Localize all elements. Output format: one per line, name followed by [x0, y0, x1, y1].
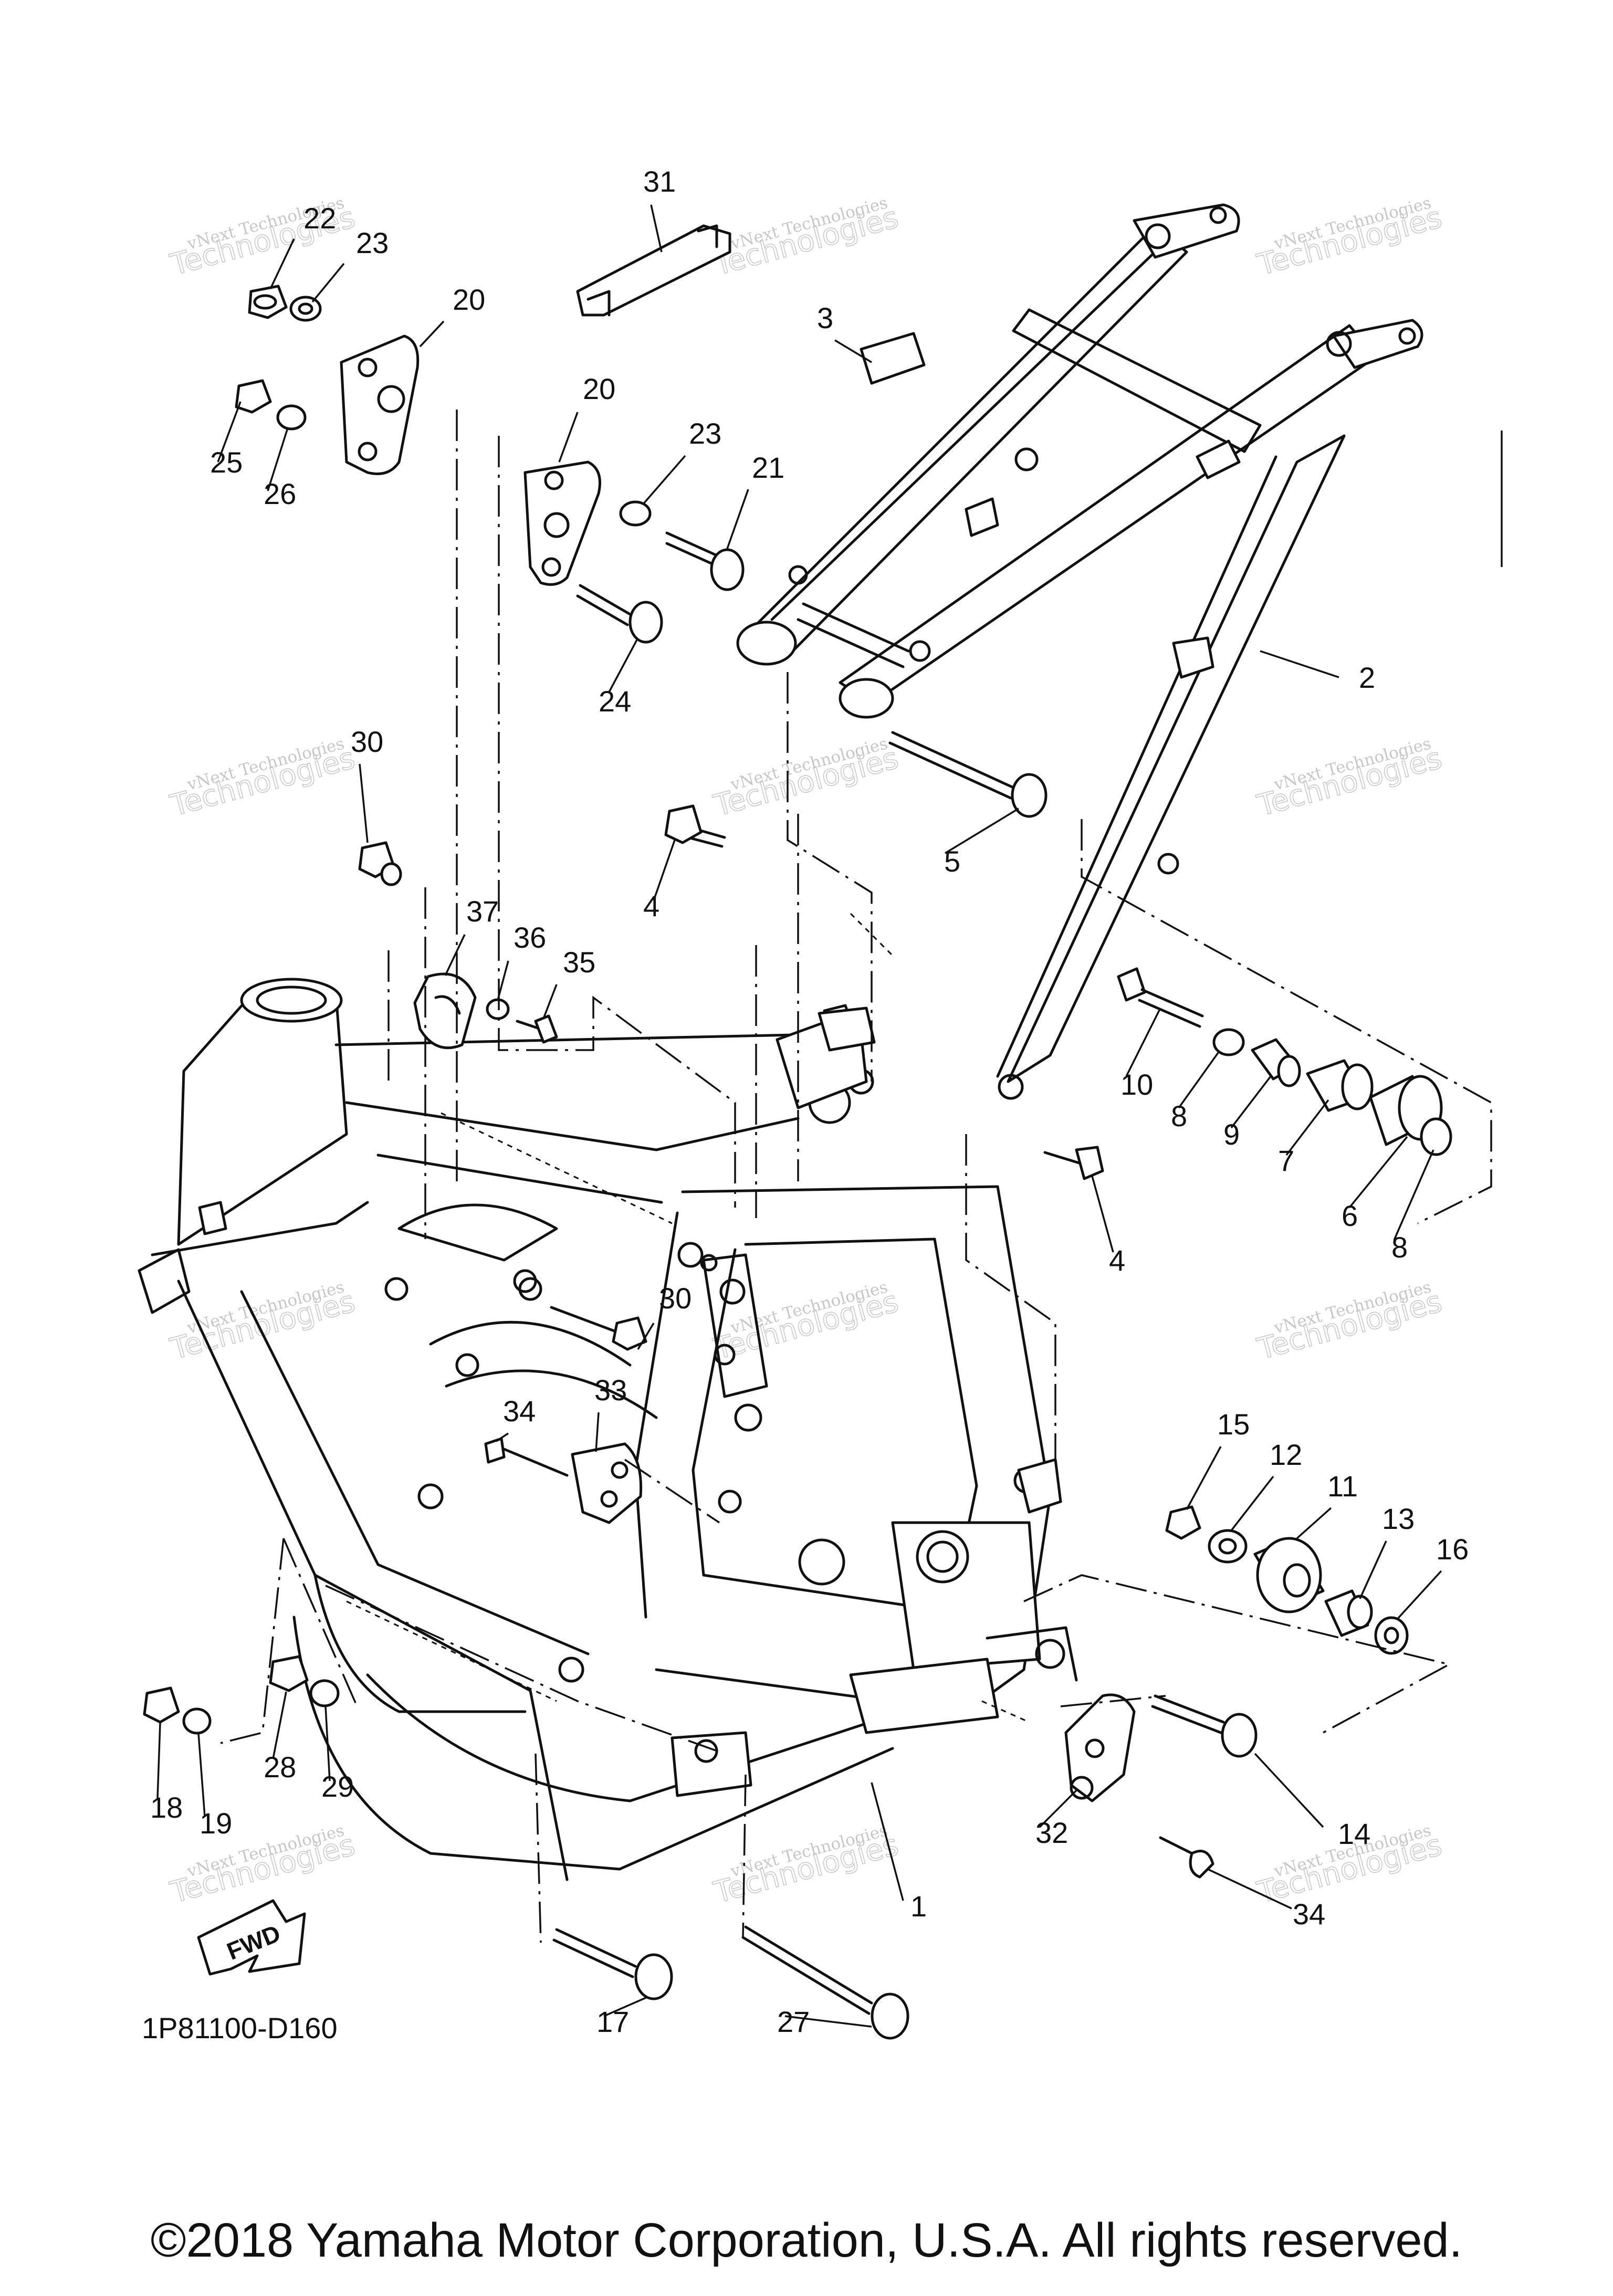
callout-13: 13: [1382, 1502, 1415, 1535]
callout-3: 3: [817, 301, 833, 334]
callout-32: 32: [1035, 1816, 1068, 1849]
callout-layer: 3122232032526202321242305437363510897684…: [150, 165, 1469, 2038]
callout-12: 12: [1270, 1438, 1302, 1471]
callout-7: 7: [1278, 1144, 1294, 1177]
callout-2: 2: [1359, 661, 1375, 694]
leader-lines: [156, 204, 1442, 2028]
guide-lines: [220, 410, 1503, 1943]
callout-30: 30: [351, 725, 383, 758]
callout-10: 10: [1120, 1068, 1153, 1101]
callout-8: 8: [1391, 1231, 1408, 1264]
callout-30: 30: [659, 1282, 692, 1315]
callout-29: 29: [321, 1770, 354, 1803]
callout-5: 5: [944, 845, 960, 878]
callout-6: 6: [1342, 1199, 1358, 1232]
callout-4: 4: [1109, 1244, 1125, 1277]
callout-28: 28: [264, 1750, 296, 1784]
callout-11: 11: [1327, 1470, 1358, 1503]
callout-35: 35: [563, 946, 595, 979]
callout-37: 37: [466, 895, 499, 928]
fwd-arrow: FWD: [197, 1899, 306, 1976]
watermark-text-large: Technologies: [167, 1828, 359, 1910]
callout-8: 8: [1171, 1099, 1187, 1133]
callout-27: 27: [777, 2005, 810, 2038]
watermark-text-large: Technologies: [1254, 741, 1446, 823]
callout-34: 34: [503, 1395, 536, 1428]
watermark-text-large: Technologies: [167, 1285, 359, 1367]
callout-25: 25: [210, 446, 243, 479]
callout-33: 33: [594, 1374, 627, 1407]
watermark-text-large: Technologies: [710, 741, 902, 823]
copyright-notice: ©2018 Yamaha Motor Corporation, U.S.A. A…: [150, 2214, 1463, 2267]
callout-23: 23: [356, 226, 389, 259]
callout-26: 26: [264, 477, 296, 510]
callout-15: 15: [1217, 1408, 1250, 1441]
callout-21: 21: [752, 451, 784, 484]
callout-14: 14: [1338, 1817, 1370, 1850]
callout-4: 4: [643, 889, 659, 922]
callout-20: 20: [453, 283, 485, 316]
callout-34: 34: [1293, 1897, 1325, 1931]
watermark-text-large: Technologies: [710, 1828, 902, 1910]
main-frame: [138, 978, 1078, 1881]
callout-9: 9: [1223, 1118, 1240, 1151]
callout-23: 23: [689, 417, 721, 450]
watermark-text-large: Technologies: [1254, 201, 1446, 282]
diagram-code: 1P81100-D160: [142, 2011, 338, 2045]
callout-1: 1: [910, 1890, 927, 1923]
callout-22: 22: [303, 202, 336, 235]
rear-subframe: [736, 203, 1423, 1100]
callout-36: 36: [514, 921, 546, 954]
callout-16: 16: [1436, 1533, 1469, 1566]
callout-20: 20: [583, 372, 615, 405]
watermark-text-large: Technologies: [167, 741, 359, 823]
watermark-text-large: Technologies: [710, 201, 902, 282]
callout-17: 17: [596, 2005, 629, 2038]
callout-18: 18: [150, 1791, 183, 1824]
watermark-text-large: Technologies: [710, 1285, 902, 1367]
callout-31: 31: [643, 165, 676, 198]
callout-19: 19: [200, 1807, 232, 1840]
small-parts: [143, 224, 1452, 2040]
callout-24: 24: [599, 685, 631, 718]
watermark-text-large: Technologies: [1254, 1285, 1446, 1367]
